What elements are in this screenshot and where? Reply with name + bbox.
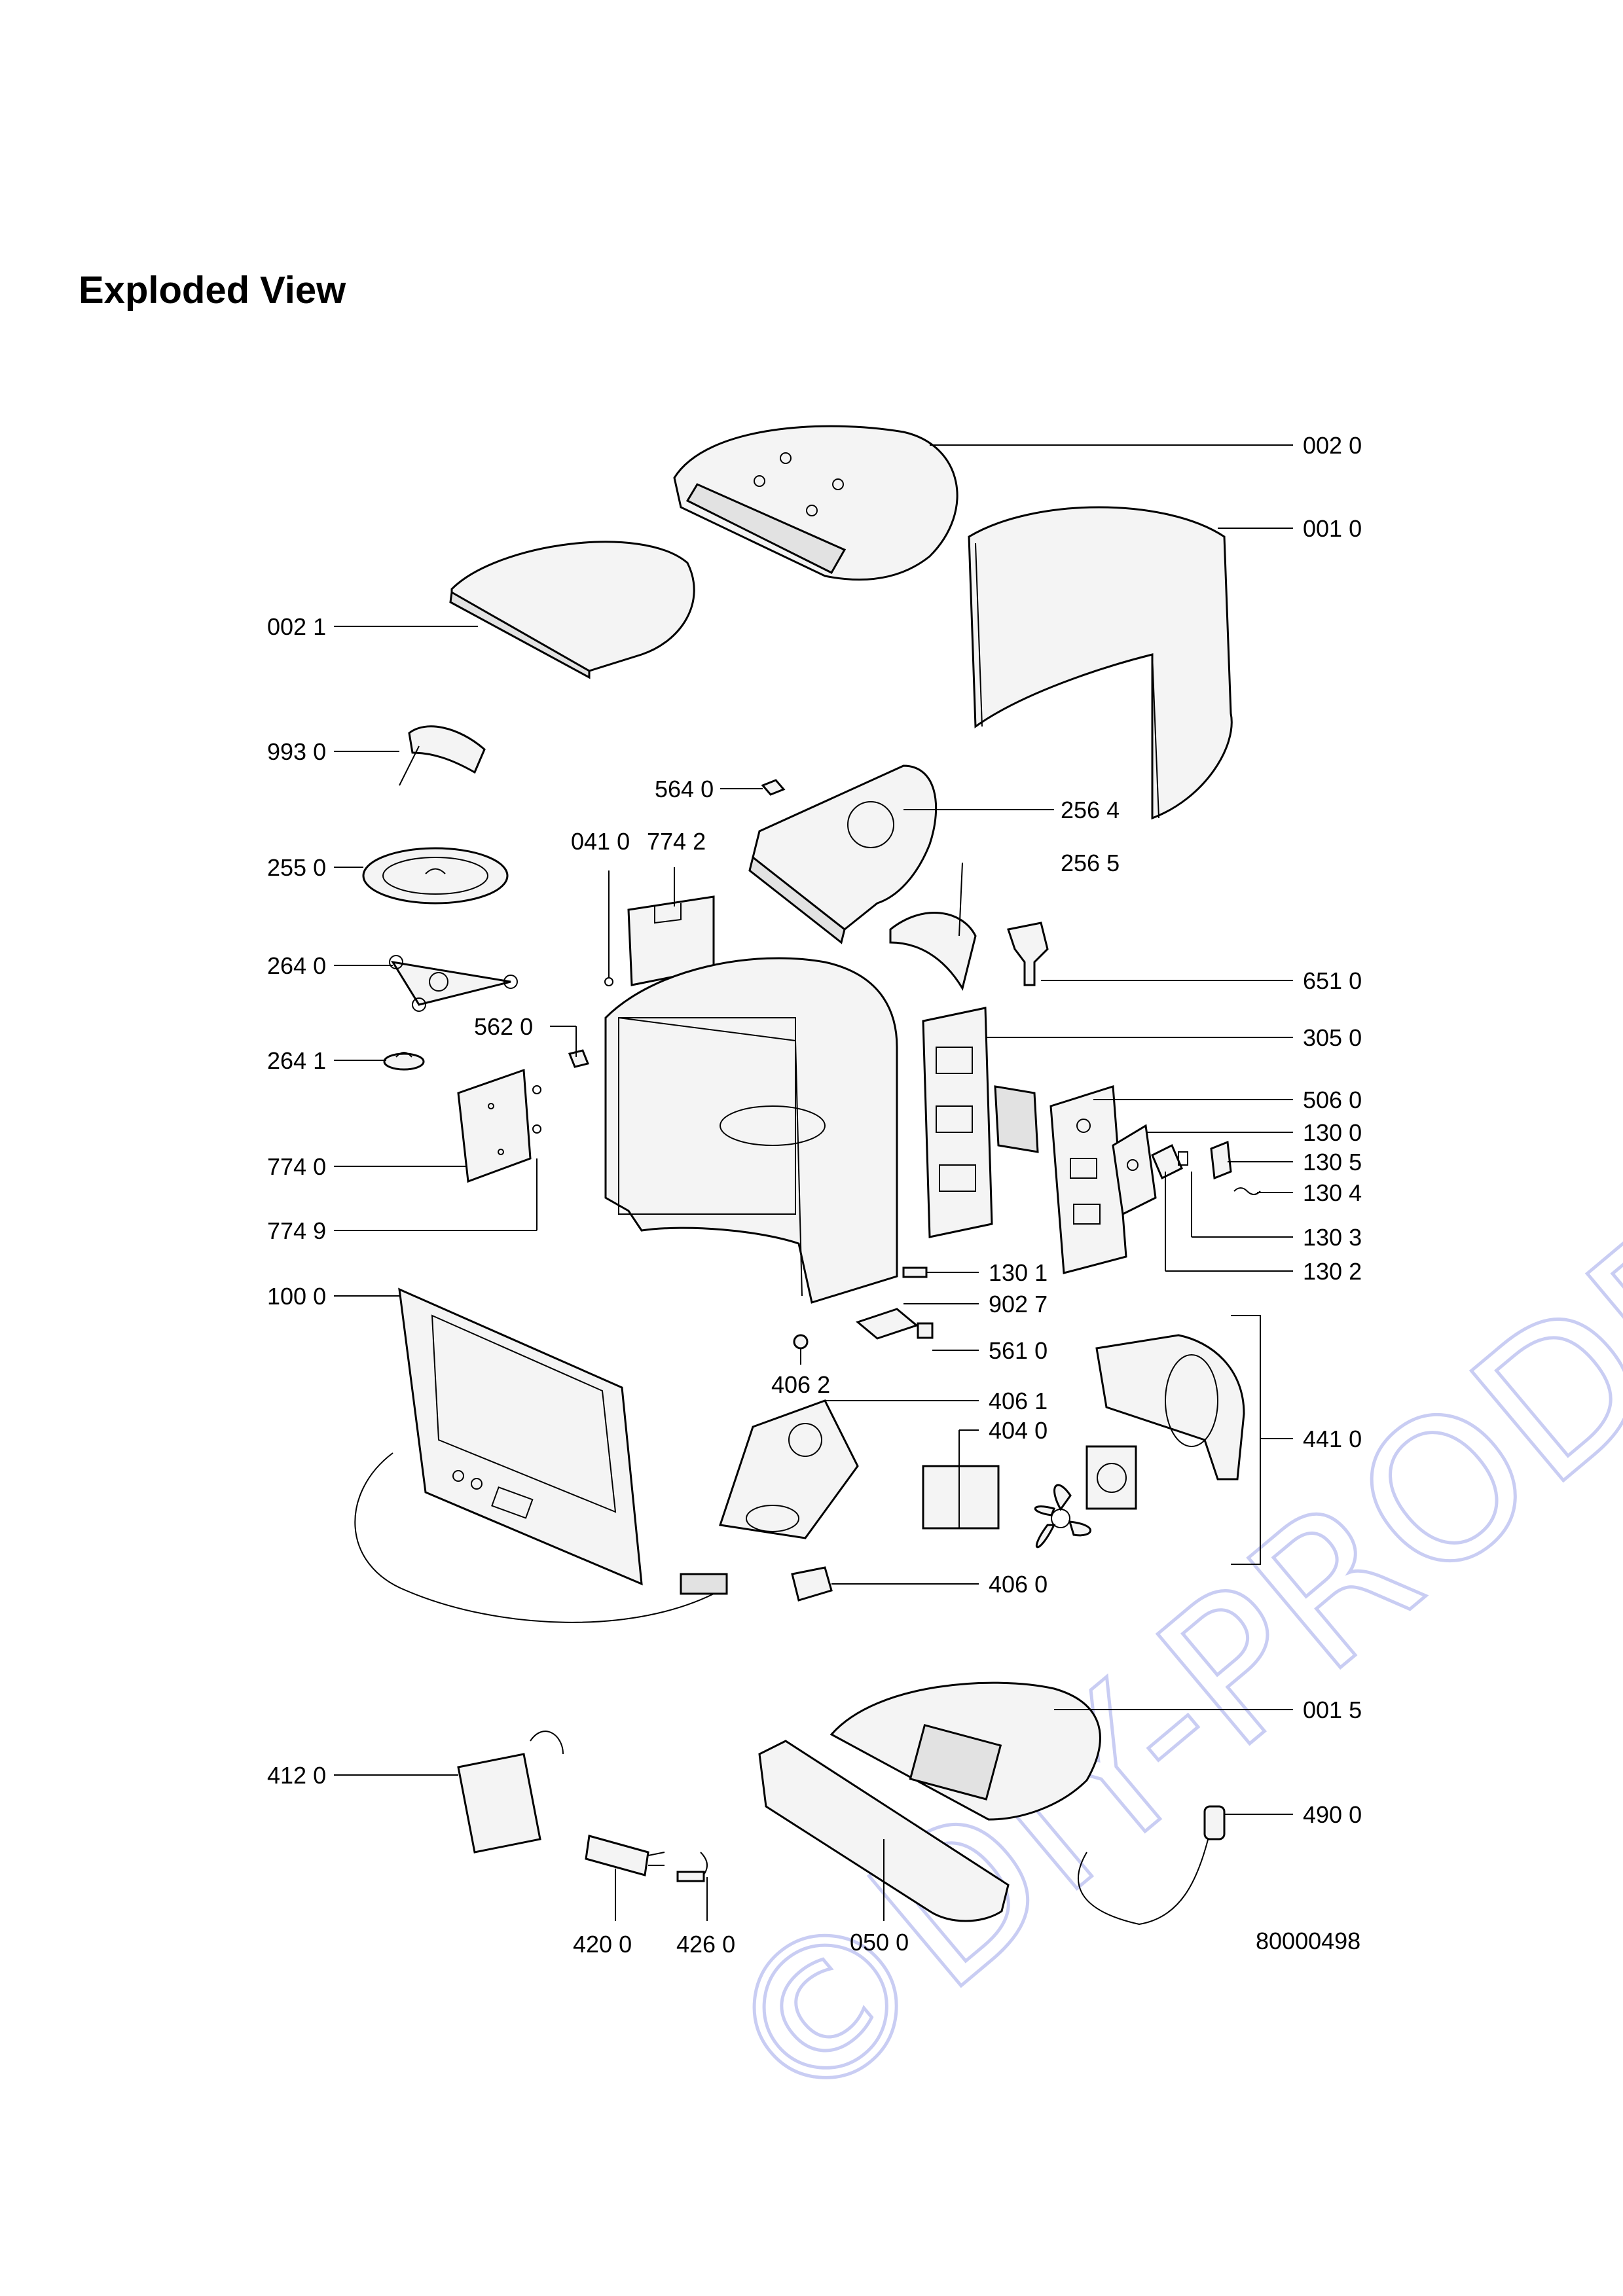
label-5610: 561 0 xyxy=(989,1337,1048,1364)
part-screw-4062 xyxy=(793,1334,809,1350)
part-microswitch-1305 xyxy=(1210,1140,1232,1180)
part-spring-1304 xyxy=(1233,1187,1261,1195)
label-0500: 050 0 xyxy=(850,1929,909,1956)
part-top-cover xyxy=(673,425,958,581)
part-hv-capacitor-block xyxy=(457,1731,564,1854)
label-1301: 130 1 xyxy=(989,1259,1048,1286)
part-turntable-plate xyxy=(362,847,509,905)
label-4900: 490 0 xyxy=(1303,1801,1362,1828)
label-1300: 130 0 xyxy=(1303,1119,1362,1146)
part-magnetron xyxy=(719,1399,859,1539)
part-1301 xyxy=(902,1266,928,1278)
label-1303: 130 3 xyxy=(1303,1224,1362,1251)
label-0410: 041 0 xyxy=(571,828,630,855)
label-1302: 130 2 xyxy=(1303,1258,1362,1285)
label-4060: 406 0 xyxy=(989,1571,1048,1598)
part-microswitch-1302 xyxy=(1151,1143,1188,1180)
label-2550: 255 0 xyxy=(267,854,326,881)
part-bracket-9027 xyxy=(855,1308,919,1340)
label-5620: 562 0 xyxy=(474,1013,533,1040)
label-1304: 130 4 xyxy=(1303,1179,1362,1206)
label-2641: 264 1 xyxy=(267,1047,326,1074)
label-1000: 100 0 xyxy=(267,1283,326,1310)
part-hv-capacitor xyxy=(585,1835,665,1876)
part-microswitch-1300 xyxy=(1112,1124,1157,1216)
part-pin xyxy=(604,870,613,986)
part-coupler xyxy=(383,1052,425,1071)
label-0021: 002 1 xyxy=(267,613,326,640)
label-5640: 564 0 xyxy=(655,776,714,802)
label-4062: 406 2 xyxy=(771,1371,830,1398)
label-3050: 305 0 xyxy=(1303,1024,1362,1051)
label-4200: 420 0 xyxy=(573,1931,632,1958)
label-0020: 002 0 xyxy=(1303,432,1362,459)
part-bracket-plate xyxy=(627,895,715,986)
label-4260: 426 0 xyxy=(676,1931,735,1958)
leader-lines xyxy=(334,444,1293,1921)
label-9930: 993 0 xyxy=(267,738,326,765)
label-4410: 441 0 xyxy=(1303,1426,1362,1452)
label-1305: 130 5 xyxy=(1303,1149,1362,1175)
label-0010: 001 0 xyxy=(1303,515,1362,542)
part-clip xyxy=(399,725,486,786)
label-2565: 256 5 xyxy=(1061,850,1120,876)
part-top-plate xyxy=(449,541,695,679)
label-9027: 902 7 xyxy=(989,1291,1048,1318)
part-base-plate xyxy=(830,1681,1101,1821)
part-power-cord xyxy=(1078,1805,1226,1926)
part-interlock-bracket xyxy=(922,1007,1039,1238)
part-fan-blade xyxy=(1034,1484,1091,1549)
part-waveguide-cover xyxy=(748,764,938,944)
page-title: Exploded View xyxy=(79,269,346,312)
diagram-number: 80000498 xyxy=(1256,1928,1360,1954)
part-turntable-motor xyxy=(791,1566,833,1602)
label-7740: 774 0 xyxy=(267,1153,326,1180)
part-front-base xyxy=(758,1740,1010,1922)
label-7749: 774 9 xyxy=(267,1217,326,1244)
label-4061: 406 1 xyxy=(989,1388,1048,1414)
label-2564: 256 4 xyxy=(1061,797,1120,823)
label-6510: 651 0 xyxy=(1303,967,1362,994)
part-shield-plate xyxy=(457,1068,541,1183)
label-7742: 774 2 xyxy=(647,828,706,855)
label-0015: 001 5 xyxy=(1303,1696,1362,1723)
part-transformer xyxy=(922,1465,1000,1530)
part-mica-cover xyxy=(889,912,977,991)
part-hv-diode xyxy=(676,1852,708,1882)
part-switch-board xyxy=(1049,1085,1127,1274)
label-4040: 404 0 xyxy=(989,1417,1048,1444)
part-fan-motor xyxy=(1085,1445,1137,1510)
part-oven-cavity xyxy=(604,957,898,1304)
part-roller-support xyxy=(389,955,518,1012)
part-fan-housing xyxy=(1095,1334,1245,1480)
part-outer-casing xyxy=(968,506,1233,820)
part-561 xyxy=(917,1322,934,1339)
part-lamp xyxy=(1007,922,1049,986)
part-562 xyxy=(568,1049,590,1068)
part-labels: 002 0 001 0 002 1 993 0 564 0 256 4 041 … xyxy=(267,432,1362,1958)
label-2640: 264 0 xyxy=(267,952,326,979)
label-5060: 506 0 xyxy=(1303,1086,1362,1113)
part-screw-564 xyxy=(761,779,786,796)
label-4120: 412 0 xyxy=(267,1762,326,1789)
part-door-frame xyxy=(354,1287,728,1623)
